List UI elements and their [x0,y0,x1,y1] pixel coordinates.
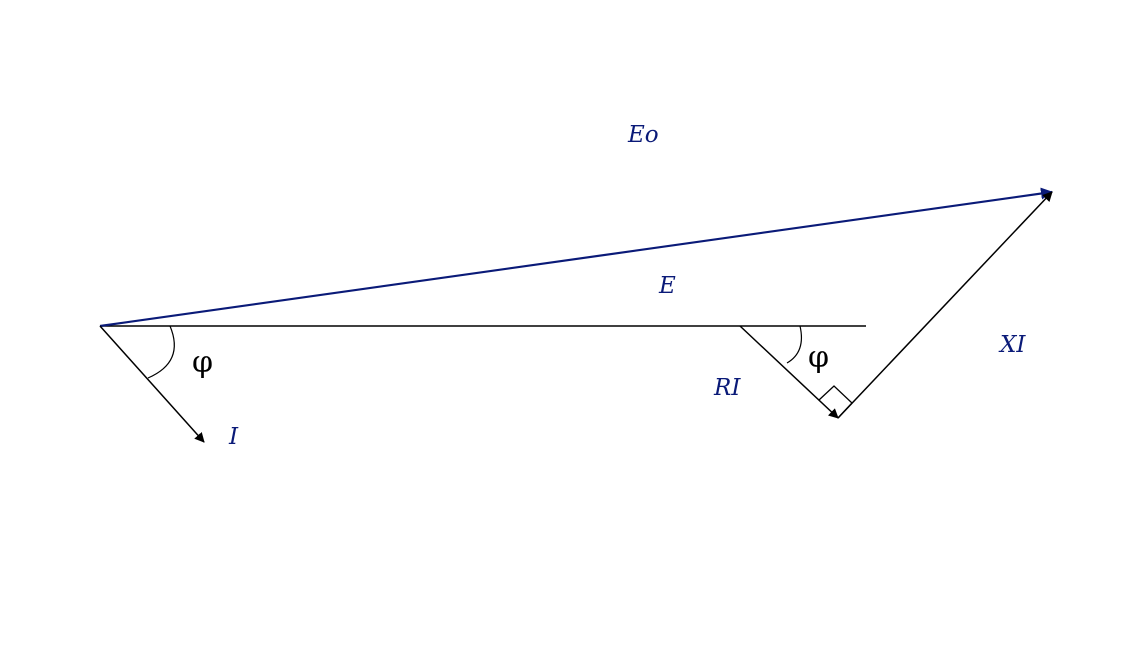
eo-vector-line [99,187,1053,328]
ri-label: RI [713,375,741,401]
phi-arc-left [147,325,175,379]
phi-label-left: φ [192,345,213,380]
phi-label-right: φ [808,340,829,375]
eo-label: Eo [627,122,659,148]
phi-arc-right [786,325,803,364]
xi-label: XI [998,332,1026,358]
ri-vector-line [739,325,839,419]
i-label: I [228,424,239,450]
xi-vector-line [837,191,1053,419]
right-angle-marker [818,385,853,419]
i-vector-line [99,325,205,443]
e-label: E [658,273,676,299]
